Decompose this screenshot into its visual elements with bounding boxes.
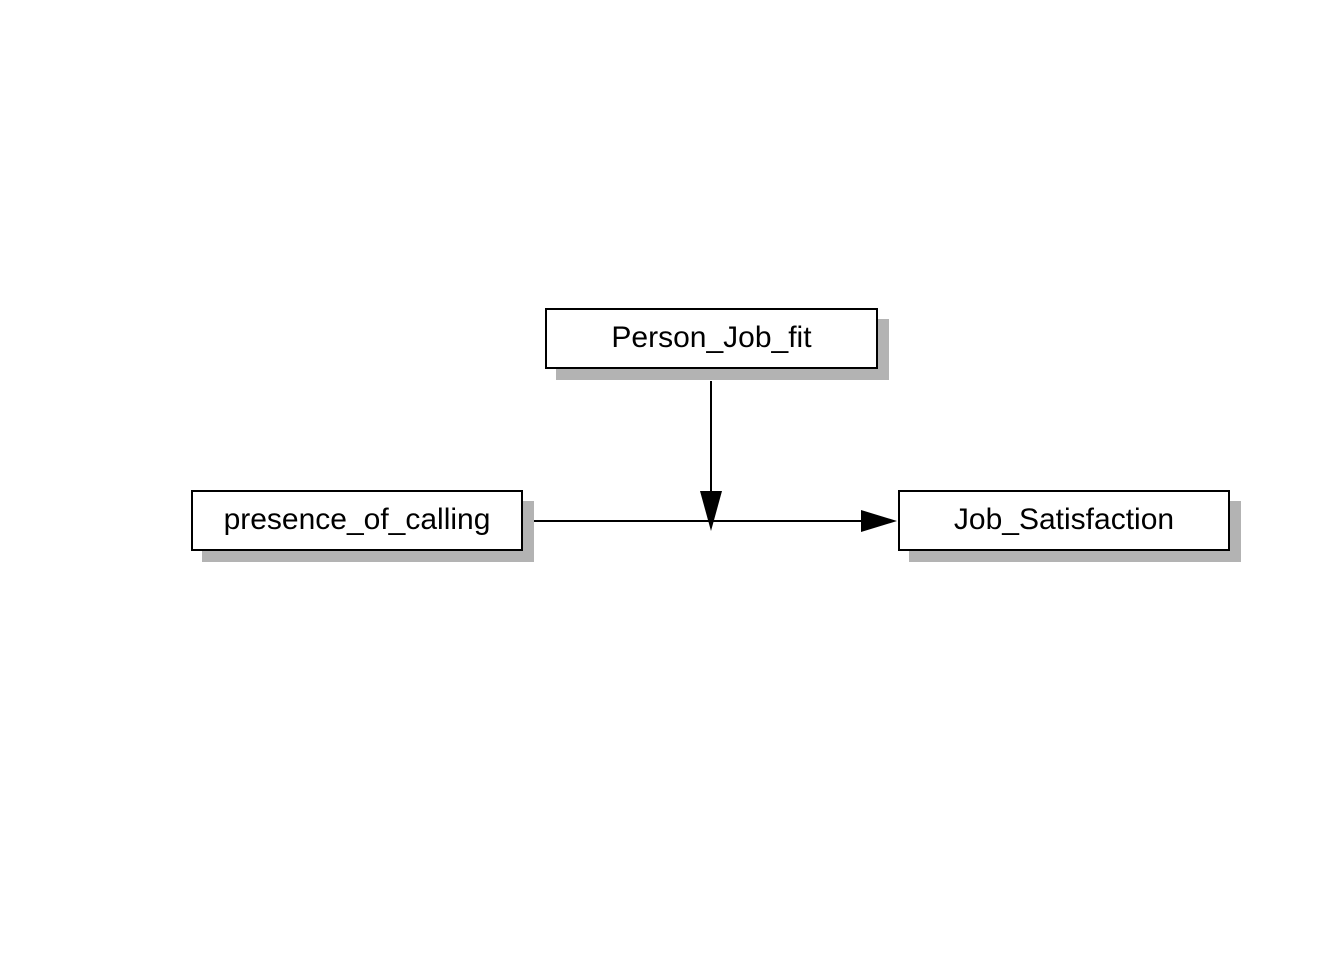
node-person-job-fit-label: Person_Job_fit (611, 320, 812, 354)
node-presence-of-calling[interactable]: presence_of_calling (191, 490, 523, 551)
arrowhead-down-icon (700, 491, 722, 531)
node-person-job-fit[interactable]: Person_Job_fit (545, 308, 878, 369)
arrowhead-right-icon (861, 510, 897, 532)
node-job-satisfaction[interactable]: Job_Satisfaction (898, 490, 1230, 551)
node-job-satisfaction-label: Job_Satisfaction (953, 502, 1175, 536)
node-presence-of-calling-label: presence_of_calling (223, 502, 491, 536)
